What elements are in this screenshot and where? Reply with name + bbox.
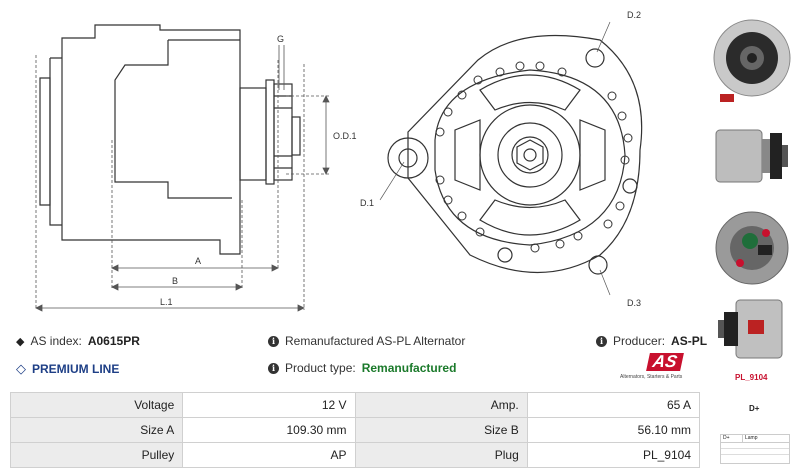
terminal-label: D+	[749, 404, 760, 413]
table-row: Pulley AP Plug PL_9104	[9, 442, 701, 468]
diagram-header-right: Lamp	[745, 435, 758, 441]
dim-label-d1: D.1	[360, 198, 374, 208]
producer-row: i Producer: AS-PL	[596, 334, 707, 348]
spec-value: 12 V	[182, 392, 356, 418]
spec-value: 109.30 mm	[182, 417, 356, 443]
spec-label: Pulley	[9, 442, 184, 468]
as-index-label: AS index:	[30, 334, 82, 348]
dim-label-od1: O.D.1	[333, 131, 357, 141]
photo-side-view[interactable]	[710, 115, 795, 197]
spec-label: Amp.	[354, 392, 528, 418]
product-type-value: Remanufactured	[361, 361, 457, 375]
dim-label-g: G	[277, 34, 284, 44]
dim-label-l1: L.1	[160, 297, 173, 307]
product-type-label: Product type:	[285, 361, 356, 375]
plug-code-label: PL_9104	[735, 373, 768, 382]
dim-label-b: B	[172, 276, 178, 286]
photo-front-view[interactable]	[710, 6, 795, 106]
spec-label: Size A	[9, 417, 184, 443]
plug-diagram: D+ Lamp	[720, 434, 790, 464]
info-icon: i	[268, 362, 279, 374]
technical-drawing: G O.D.1 A B L.1 D.1 D.2 D.3	[35, 10, 643, 312]
dim-label-d3: D.3	[627, 298, 641, 308]
spec-value: 65 A	[526, 392, 701, 418]
as-pl-logo: AS Alternators, Starters & Parts	[618, 352, 702, 383]
logo-mark: AS	[646, 352, 684, 371]
dim-label-a: A	[195, 256, 201, 266]
description-text: Remanufactured AS-PL Alternator	[285, 334, 466, 348]
spec-value: AP	[182, 442, 356, 468]
info-icon: i	[596, 335, 607, 347]
table-row: Voltage 12 V Amp. 65 A	[9, 392, 701, 418]
spec-label: Size B	[354, 417, 528, 443]
diamond-icon: ◇	[16, 361, 26, 376]
alternator-front-housing	[407, 34, 643, 274]
spec-label: Plug	[354, 442, 528, 468]
diagram-header-left: D+	[721, 435, 743, 442]
spec-value: PL_9104	[526, 442, 701, 468]
premium-line-row: ◇ PREMIUM LINE	[16, 361, 119, 377]
dim-label-d2: D.2	[627, 10, 641, 20]
product-type-row: i Product type: Remanufactured	[268, 361, 456, 375]
premium-line-label: PREMIUM LINE	[32, 362, 120, 376]
photo-angle-view[interactable]	[710, 290, 795, 368]
spec-table: Voltage 12 V Amp. 65 A Size A 109.30 mm …	[9, 392, 701, 468]
producer-label: Producer:	[613, 334, 666, 348]
table-row: Size A 109.30 mm Size B 56.10 mm	[9, 417, 701, 443]
spec-value: 56.10 mm	[526, 417, 701, 443]
as-index-row: ◆ AS index: A0615PR	[16, 334, 140, 348]
alternator-side-body	[61, 24, 241, 255]
as-index-value: A0615PR	[87, 334, 140, 348]
side-panel: PL_9104 D+ D+ Lamp	[705, 0, 800, 475]
spec-label: Voltage	[9, 392, 184, 418]
logo-tagline: Alternators, Starters & Parts	[620, 374, 683, 380]
description-row: i Remanufactured AS-PL Alternator	[268, 334, 465, 348]
producer-value: AS-PL	[671, 334, 708, 348]
info-icon: i	[268, 335, 279, 347]
photo-rear-view[interactable]	[710, 203, 795, 293]
tag-icon: ◆	[16, 335, 25, 348]
